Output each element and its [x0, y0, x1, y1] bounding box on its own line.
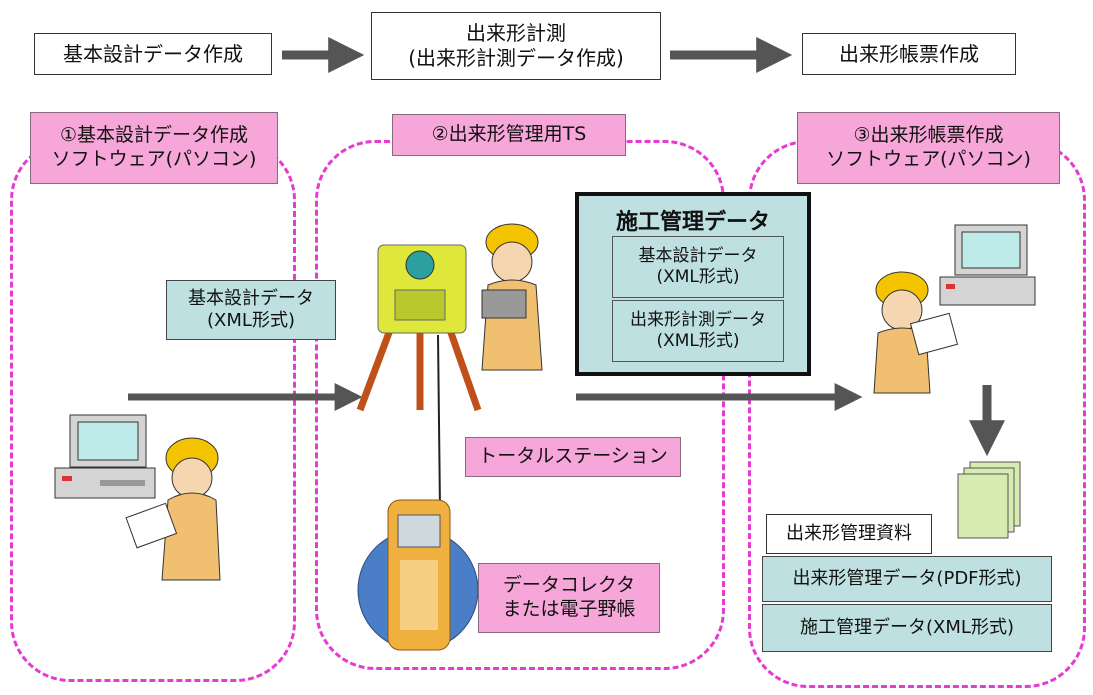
materials-row-pdf-label: 出来形管理データ(PDF形式) — [792, 567, 1022, 589]
flow-step-report-label: 出来形帳票作成 — [839, 41, 979, 66]
materials-header-label: 出来形管理資料 — [786, 522, 912, 544]
data-collector-line1: データコレクタ — [502, 574, 636, 597]
flow-step-measure-line1: 出来形計測 — [466, 21, 566, 45]
construction-data-title: 施工管理データ — [615, 210, 770, 235]
data-collector-label: データコレクタ または電子野帳 — [478, 563, 660, 633]
flow-step-measure-line2: (出来形計測データ作成) — [408, 46, 624, 70]
total-station-icon — [356, 244, 482, 412]
materials-row-xml-label: 施工管理データ(XML形式) — [800, 616, 1014, 638]
section-1-line2: ソフトウェア(パソコン) — [51, 148, 257, 170]
section-3-line1: ③出来形帳票作成 — [853, 124, 1004, 147]
flow-step-measure: 出来形計測 (出来形計測データ作成) — [371, 12, 661, 80]
construction-item-measure-line2: (XML形式) — [656, 331, 740, 351]
construction-item-measure-line1: 出来形計測データ — [630, 309, 766, 330]
materials-header: 出来形管理資料 — [766, 514, 932, 554]
worker-icon-left — [125, 437, 221, 581]
section-3-line2: ソフトウェア(パソコン) — [826, 148, 1031, 170]
computer-icon-left — [54, 414, 156, 499]
section-2-line1: ②出来形管理用TS — [431, 123, 587, 146]
construction-item-design-line1: 基本設計データ — [638, 245, 758, 266]
total-station-label: トータルステーション — [465, 437, 681, 477]
construction-data-panel: 施工管理データ 基本設計データ (XML形式) 出来形計測データ (XML形式) — [575, 192, 811, 376]
flow-step-design: 基本設計データ作成 — [34, 33, 272, 75]
construction-item-design-line2: (XML形式) — [656, 267, 740, 287]
flow-step-report: 出来形帳票作成 — [802, 33, 1016, 75]
materials-row-pdf: 出来形管理データ(PDF形式) — [762, 556, 1052, 602]
materials-row-xml: 施工管理データ(XML形式) — [762, 604, 1052, 652]
section-1-label: ①基本設計データ作成 ソフトウェア(パソコン) — [30, 112, 278, 184]
total-station-text: トータルステーション — [478, 445, 668, 468]
worker-icon-center — [481, 223, 543, 371]
documents-icon — [957, 461, 1021, 539]
computer-icon-right — [939, 224, 1036, 306]
design-data-line2: (XML形式) — [207, 310, 295, 331]
data-collector-line2: または電子野帳 — [502, 598, 636, 620]
cable-line — [437, 334, 441, 511]
flow-step-design-label: 基本設計データ作成 — [63, 41, 243, 66]
worker-icon-right — [873, 271, 959, 394]
section-3-label: ③出来形帳票作成 ソフトウェア(パソコン) — [797, 112, 1060, 184]
design-data-line1: 基本設計データ — [188, 287, 314, 309]
design-data-box: 基本設計データ (XML形式) — [166, 280, 336, 340]
section-1-line1: ①基本設計データ作成 — [59, 124, 249, 147]
construction-item-measure: 出来形計測データ (XML形式) — [612, 300, 784, 362]
section-2-label: ②出来形管理用TS — [392, 114, 626, 156]
construction-item-design: 基本設計データ (XML形式) — [612, 236, 784, 298]
data-collector-icon — [357, 499, 479, 651]
